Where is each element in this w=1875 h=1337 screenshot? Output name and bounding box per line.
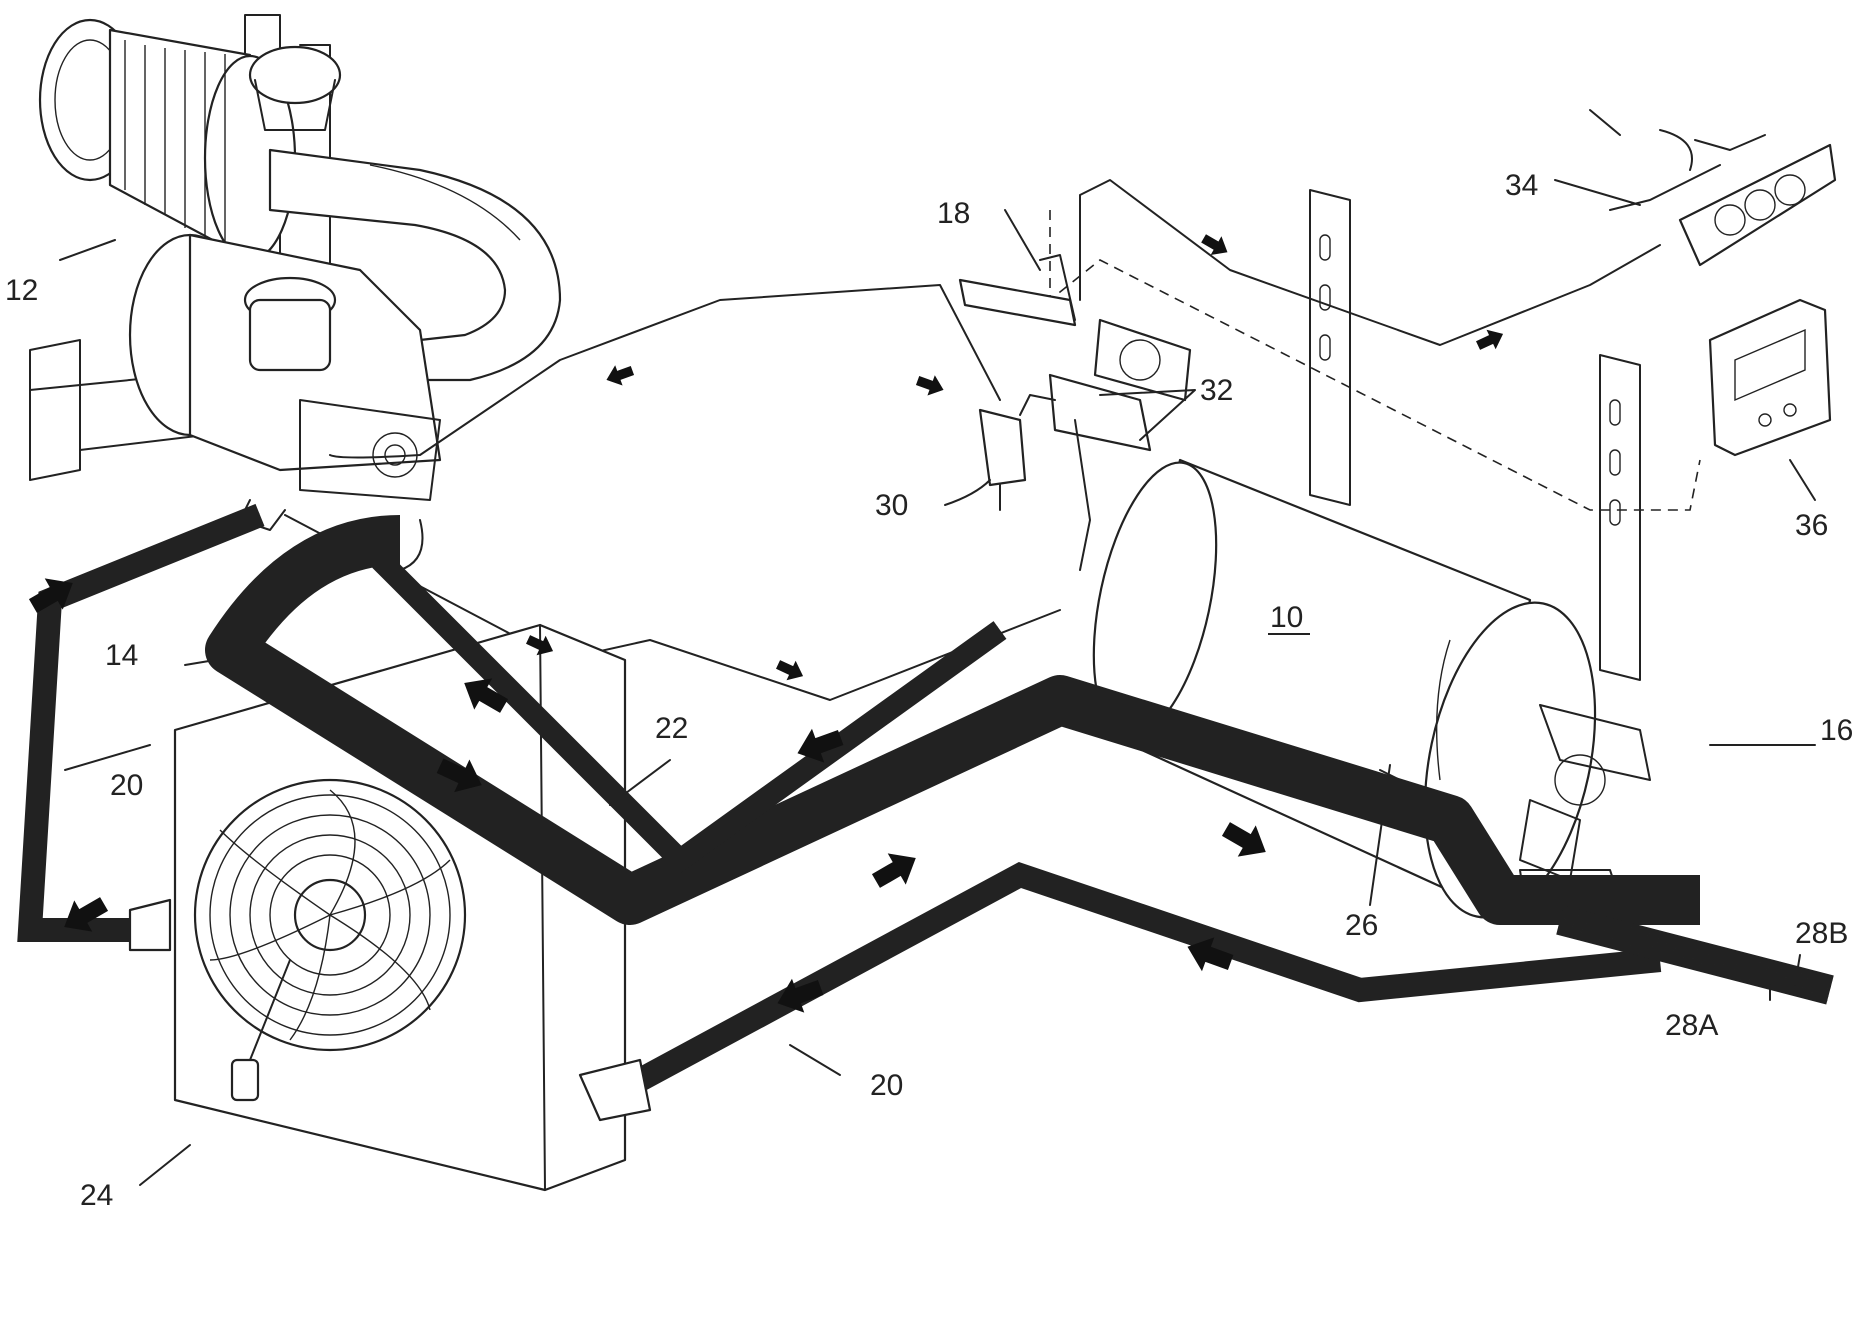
label-18: 18: [937, 197, 970, 230]
label-14: 14: [105, 639, 138, 672]
label-10: 10: [1270, 601, 1303, 634]
label-20-left: 20: [110, 769, 143, 802]
label-16: 16: [1820, 714, 1853, 747]
label-26: 26: [1345, 909, 1378, 942]
label-28A: 28A: [1665, 1009, 1718, 1042]
label-22: 22: [655, 712, 688, 745]
controller-unit: [1710, 300, 1830, 455]
gauge-panel: [1590, 110, 1835, 265]
label-28B: 28B: [1795, 917, 1848, 950]
cooler-unit: [175, 625, 625, 1190]
label-30: 30: [875, 489, 908, 522]
label-34: 34: [1505, 169, 1538, 202]
label-24: 24: [80, 1179, 113, 1212]
label-12: 12: [5, 274, 38, 307]
compressor-unit: [30, 15, 560, 570]
label-20-bottom: 20: [870, 1069, 903, 1102]
receiver-tank: [1072, 190, 1650, 933]
label-32: 32: [1200, 374, 1233, 407]
label-36: 36: [1795, 509, 1828, 542]
